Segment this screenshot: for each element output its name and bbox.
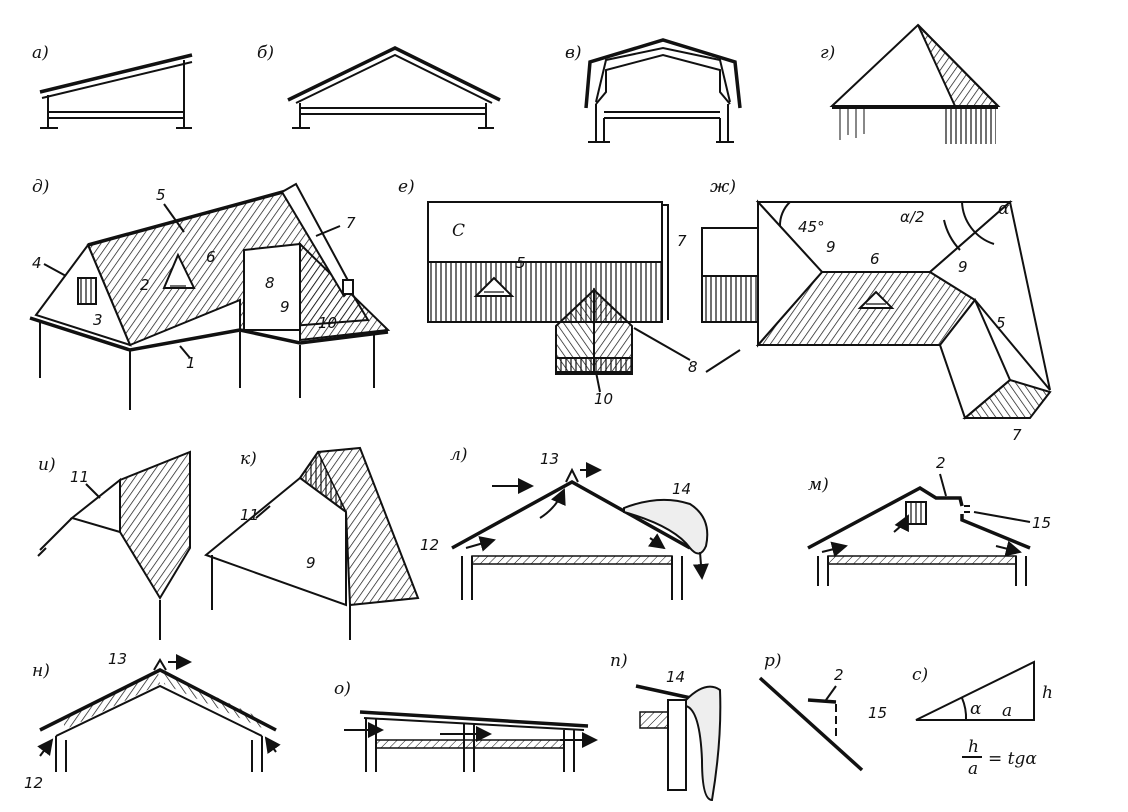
callout-d-7: 7 [346, 214, 356, 232]
diagram-o-flat: о) [334, 679, 598, 772]
callout-d-6: 6 [206, 248, 216, 266]
diagram-p-eave-snow: п) 14 [610, 651, 722, 802]
diagram-n-ventilation: н) 13 12 [24, 650, 281, 792]
callout-r-15: 15 [868, 704, 887, 722]
callout-m-2: 2 [936, 454, 946, 472]
callout-p-14: 14 [666, 668, 685, 686]
callout-k-9: 9 [306, 554, 316, 572]
callout-l-12: 12 [420, 536, 439, 554]
angle-alpha-half: α/2 [900, 208, 925, 226]
callout-e-10: 10 [594, 390, 613, 408]
callout-d-9: 9 [280, 298, 290, 316]
callout-zh-7: 7 [1012, 426, 1022, 444]
angle-45: 45° [798, 218, 825, 236]
label-k: к) [240, 449, 257, 469]
label-n: н) [32, 661, 50, 681]
callout-d-3: 3 [93, 311, 103, 329]
label-b: б) [257, 43, 274, 63]
diagram-b-gable: б) [257, 43, 501, 129]
diagram-k-dormer: к) 11 9 [203, 446, 420, 640]
callout-d-8: 8 [265, 274, 275, 292]
label-a: а) [32, 43, 49, 63]
label-v: в) [565, 43, 582, 63]
label-l: л) [450, 445, 467, 465]
diagram-m-ventilation: м) 2 15 [807, 454, 1051, 586]
callout-d-2: 2 [140, 276, 150, 294]
angle-alpha: α [998, 199, 1010, 219]
callout-zh-9b: 9 [958, 258, 968, 276]
callout-d-1: 1 [186, 354, 196, 372]
diagram-s-slope-triangle: с) α a h h a = tgα [912, 660, 1053, 779]
label-i: и) [38, 455, 56, 475]
formula-denominator: a [968, 759, 978, 779]
callout-i-11: 11 [70, 468, 89, 486]
label-zh: ж) [710, 177, 736, 197]
triangle-h: h [1042, 683, 1053, 703]
formula-numerator: h [968, 737, 979, 757]
callout-l-13: 13 [540, 450, 559, 468]
diagram-d-complex-roof: д) 1 2 3 4 5 6 7 8 9 10 [29, 177, 391, 410]
callout-d-10: 10 [318, 314, 337, 332]
diagram-g-hip: г) [820, 23, 1001, 144]
formula-rhs: = tgα [988, 749, 1037, 769]
label-s: с) [912, 665, 928, 685]
label-e: е) [398, 177, 415, 197]
callout-zh-6: 6 [870, 250, 880, 268]
callout-n-12: 12 [24, 774, 43, 792]
label-r: р) [764, 651, 782, 671]
plan-letter-c: С [452, 221, 465, 241]
diagram-l-ventilation: л) 13 14 12 [420, 445, 709, 600]
diagram-zh-plan: ж) 45° α/2 α 9 6 9 5 7 [701, 177, 1052, 444]
label-m: м) [808, 475, 829, 495]
callout-k-11: 11 [240, 506, 259, 524]
diagram-e-plan: е) С 5 7 8 10 [398, 177, 698, 408]
callout-e-8: 8 [688, 358, 698, 376]
diagram-i-hip-detail: и) 11 [37, 450, 191, 640]
label-p: п) [610, 651, 628, 671]
callout-zh-5: 5 [996, 314, 1006, 332]
diagram-r-step: р) 2 15 [758, 651, 887, 772]
callout-d-4: 4 [32, 254, 42, 272]
triangle-alpha: α [970, 699, 982, 719]
callout-d-5: 5 [156, 186, 166, 204]
callout-e-5: 5 [516, 254, 526, 272]
callout-e-7: 7 [677, 232, 687, 250]
callout-l-14: 14 [672, 480, 691, 498]
label-g: г) [820, 43, 835, 63]
diagram-v-mansard: в) [565, 38, 742, 143]
callout-zh-9a: 9 [826, 238, 836, 256]
triangle-a: a [1002, 701, 1012, 721]
label-d: д) [32, 177, 49, 197]
callout-r-2: 2 [834, 666, 844, 684]
callout-n-13: 13 [108, 650, 127, 668]
label-o: о) [334, 679, 351, 699]
callout-m-15: 15 [1032, 514, 1051, 532]
diagram-a-mono-pitch: а) [32, 43, 193, 129]
